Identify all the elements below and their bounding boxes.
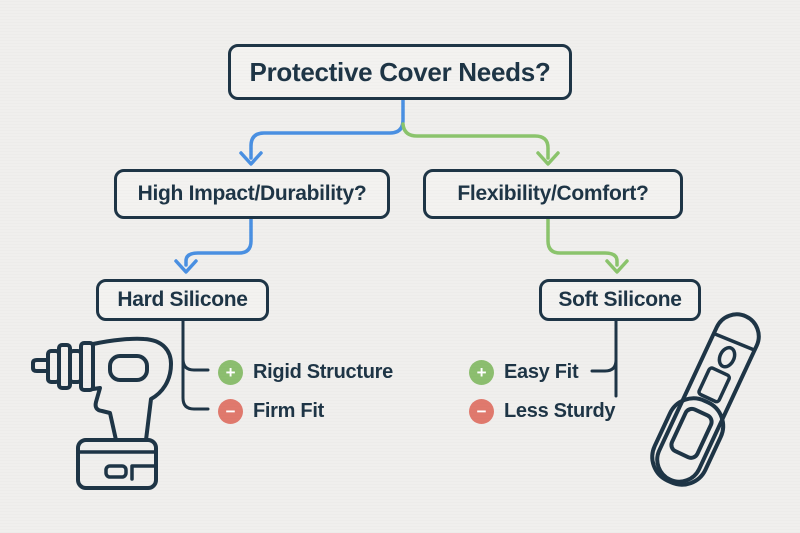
question-node-durability: High Impact/Durability? bbox=[114, 169, 390, 219]
plus-icon: + bbox=[218, 359, 243, 385]
trait-row: − Less Sturdy bbox=[469, 398, 615, 424]
trait-label: Firm Fit bbox=[253, 399, 324, 422]
result-node-soft-silicone: Soft Silicone bbox=[539, 279, 701, 321]
power-drill-icon bbox=[31, 336, 173, 490]
trait-label: Less Sturdy bbox=[504, 399, 616, 422]
root-question-node: Protective Cover Needs? bbox=[228, 44, 572, 100]
arrowhead-down-icon bbox=[174, 259, 198, 274]
right-result-connector bbox=[546, 216, 619, 267]
arrowhead-down-icon bbox=[605, 259, 629, 274]
trait-row: − Firm Fit bbox=[218, 398, 324, 424]
arrowhead-down-icon bbox=[239, 151, 263, 166]
minus-icon: − bbox=[469, 398, 494, 424]
result-node-hard-silicone: Hard Silicone bbox=[96, 279, 269, 321]
left-traits-bracket bbox=[181, 319, 210, 411]
minus-icon: − bbox=[218, 398, 243, 424]
question-node-flexibility: Flexibility/Comfort? bbox=[423, 169, 683, 219]
trait-label: Rigid Structure bbox=[253, 360, 393, 383]
arrowhead-down-icon bbox=[536, 151, 560, 166]
plus-icon: + bbox=[469, 359, 494, 385]
left-result-connector bbox=[184, 216, 253, 267]
right-traits-bracket bbox=[590, 319, 618, 398]
trait-row: + Easy Fit bbox=[469, 359, 579, 385]
branch-left-connector bbox=[249, 98, 405, 160]
thermometer-icon bbox=[650, 312, 761, 487]
trait-label: Easy Fit bbox=[504, 360, 579, 383]
branch-right-connector bbox=[401, 122, 550, 160]
trait-row: + Rigid Structure bbox=[218, 359, 393, 385]
